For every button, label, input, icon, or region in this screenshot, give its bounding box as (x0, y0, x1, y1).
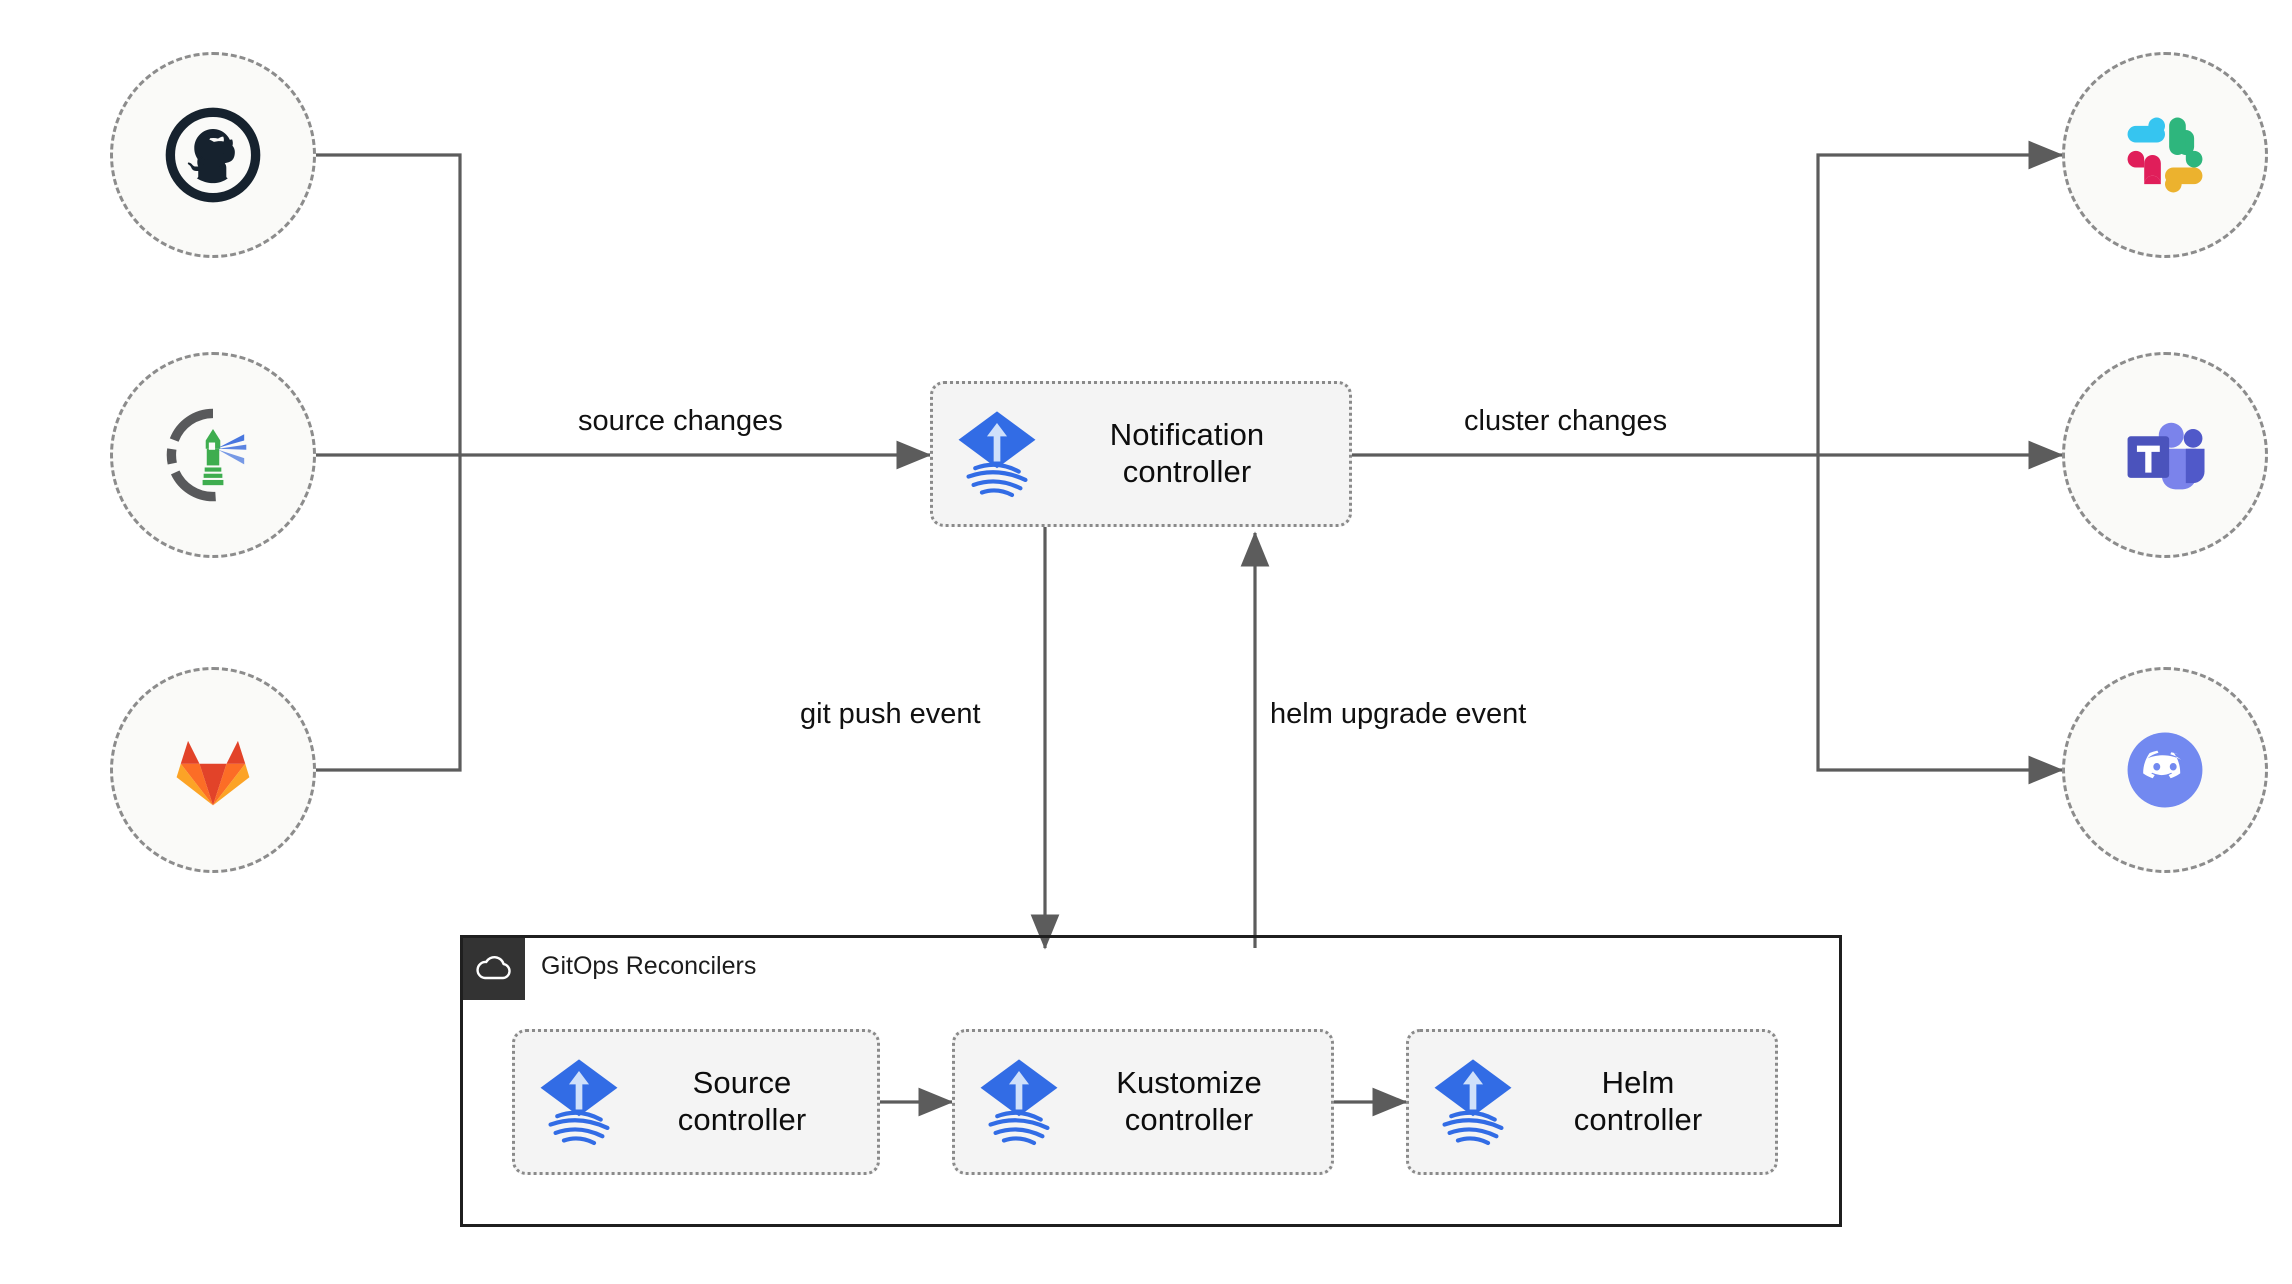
flux-controller-icon (540, 1059, 618, 1146)
kustomize-controller-label-line1: Kustomize (1116, 1065, 1262, 1101)
gitops-reconcilers-group: GitOps Reconcilers (460, 935, 1842, 1227)
edge-label-source-changes: source changes (578, 405, 783, 437)
cloud-icon (463, 938, 525, 1000)
cloud-glyph (476, 956, 511, 980)
edge-label-cluster-changes: cluster changes (1464, 405, 1668, 437)
discord-icon (2127, 732, 2203, 808)
source-node-gitlab[interactable] (110, 667, 316, 873)
helm-controller-label-line2: controller (1573, 1102, 1703, 1137)
source-controller-label-line1: Source (692, 1065, 792, 1101)
notification-controller-label-line1: Notification (1109, 417, 1265, 453)
kustomize-controller-label: Kustomize controller (1063, 1065, 1331, 1138)
wire-rightbus-to-slack (1816, 140, 2064, 455)
destination-node-teams[interactable] (2062, 352, 2268, 558)
source-node-flux[interactable] (110, 352, 316, 558)
kustomize-controller-node[interactable]: Kustomize controller (952, 1029, 1334, 1175)
flux-lighthouse-icon (166, 408, 260, 502)
destination-node-slack[interactable] (2062, 52, 2268, 258)
slack-icon (2127, 117, 2203, 193)
gitlab-icon (176, 740, 250, 806)
github-icon (165, 107, 261, 203)
flux-controller-icon (1434, 1059, 1512, 1146)
destination-node-discord[interactable] (2062, 667, 2268, 873)
notification-controller-label-line2: controller (1122, 454, 1252, 489)
gitops-reconcilers-title: GitOps Reconcilers (541, 952, 757, 980)
kustomize-controller-label-line2: controller (1124, 1102, 1254, 1137)
microsoft-teams-icon (2127, 422, 2205, 490)
source-controller-label-line2: controller (677, 1102, 807, 1137)
helm-controller-node[interactable]: Helm controller (1406, 1029, 1778, 1175)
source-controller-label: Source controller (623, 1065, 877, 1138)
edge-label-git-push-event: git push event (800, 698, 981, 730)
flux-controller-icon (980, 1059, 1058, 1146)
helm-controller-label: Helm controller (1517, 1065, 1775, 1138)
notification-controller-node[interactable]: Notification controller (930, 381, 1352, 527)
flux-controller-icon (958, 411, 1036, 498)
helm-controller-label-line1: Helm (1601, 1065, 1675, 1101)
source-node-github[interactable] (110, 52, 316, 258)
wire-rightbus-to-discord (1816, 455, 2064, 785)
edge-label-helm-upgrade-event: helm upgrade event (1270, 698, 1527, 730)
source-controller-node[interactable]: Source controller (512, 1029, 880, 1175)
notification-controller-label: Notification controller (1041, 417, 1349, 490)
